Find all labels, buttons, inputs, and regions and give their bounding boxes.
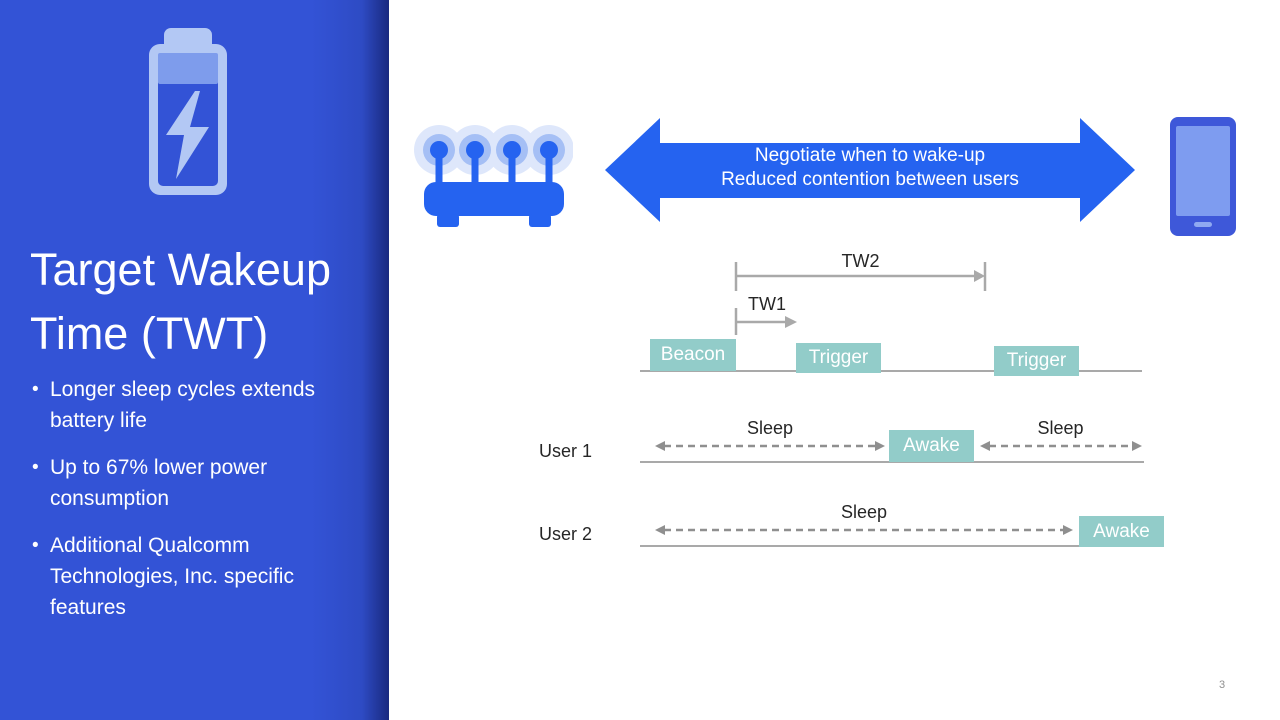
trigger-box-1: Trigger [796,343,881,373]
sidebar: Target Wakeup Time (TWT) Longer sleep cy… [0,0,389,720]
slide-title: Target Wakeup Time (TWT) [30,238,375,366]
user2-sleep-label: Sleep [840,502,888,522]
user1-awake-box: Awake [889,430,974,462]
page-number: 3 [1218,679,1226,691]
tw1-label: TW1 [748,294,786,314]
smartphone-icon [1170,117,1236,241]
tw2-label: TW2 [841,251,880,271]
negotiation-arrow-line2: Reduced contention between users [721,169,1019,190]
bullet-list: Longer sleep cycles extends battery life… [30,374,348,639]
battery-icon [146,28,230,203]
bullet-item: Additional Qualcomm Technologies, Inc. s… [30,530,348,623]
user2-awake-box: Awake [1079,516,1164,547]
user2-label: User 2 [539,524,593,544]
negotiation-arrow-text: Negotiate when to wake-up Reduced conten… [605,144,1135,192]
user1-sleep-right-label: Sleep [1037,418,1084,438]
slide-title-line1: Target Wakeup [30,244,331,295]
bullet-item: Longer sleep cycles extends battery life [30,374,348,436]
trigger-box-2: Trigger [994,346,1079,376]
wifi-router-icon [413,106,574,235]
negotiation-arrow-line1: Negotiate when to wake-up [754,145,986,166]
user1-label: User 1 [539,441,593,461]
slide-title-line2: Time (TWT) [30,308,269,359]
negotiation-double-arrow [605,118,1135,222]
bullet-item: Up to 67% lower power consumption [30,452,348,514]
beacon-box: Beacon [650,339,736,371]
user1-sleep-left-label: Sleep [746,418,794,438]
